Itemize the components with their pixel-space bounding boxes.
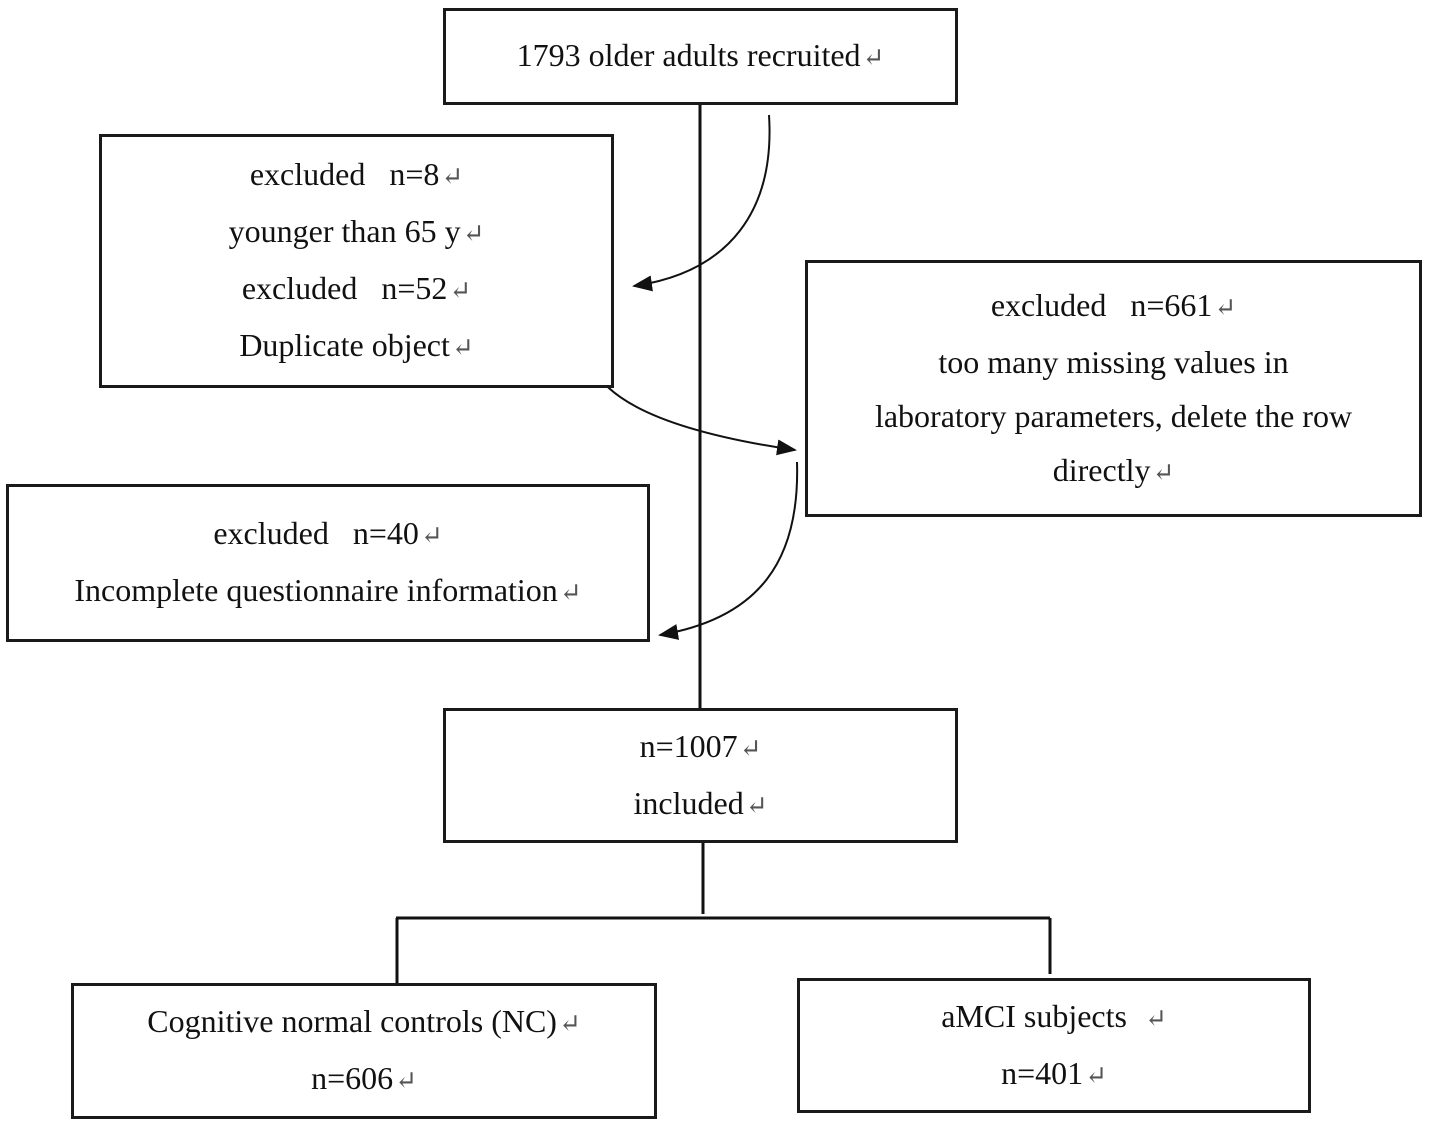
return-mark-icon: ↵ xyxy=(862,43,885,72)
nc-label: Cognitive normal controls (NC)↵ xyxy=(147,1003,581,1039)
return-mark-icon: ↵ xyxy=(441,162,464,191)
included-count: n=1007↵ xyxy=(639,727,762,764)
excluded-missing-values-box: excluded n=661↵ too many missing values … xyxy=(805,260,1422,517)
amci-label: aMCI subjects ↵ xyxy=(941,997,1167,1034)
return-mark-icon: ↵ xyxy=(462,219,485,248)
recruited-box: 1793 older adults recruited↵ xyxy=(443,8,958,105)
return-mark-icon: ↵ xyxy=(420,521,443,550)
arrow-to-excluded-c xyxy=(658,461,799,640)
return-mark-icon: ↵ xyxy=(1085,1060,1107,1090)
excluded-reason-missing-1: too many missing values in xyxy=(938,343,1289,380)
arrow-to-excluded-b xyxy=(588,314,797,456)
included-label: included↵ xyxy=(633,784,768,821)
excluded-reason-questionnaire: Incomplete questionnaire information↵ xyxy=(74,572,582,608)
nc-count: n=606↵ xyxy=(311,1060,417,1096)
excluded-age-duplicate-box: excluded n=8↵ younger than 65 y↵ exclude… xyxy=(99,134,614,388)
return-mark-icon: ↵ xyxy=(449,276,472,305)
return-mark-icon: ↵ xyxy=(558,1009,581,1038)
recruited-text: 1793 older adults recruited↵ xyxy=(516,37,885,73)
amci-subjects-box: aMCI subjects ↵ n=401↵ xyxy=(797,978,1311,1113)
excluded-count-661: excluded n=661↵ xyxy=(990,286,1237,323)
arrow-to-excluded-a xyxy=(632,114,771,292)
return-mark-icon: ↵ xyxy=(745,790,768,820)
return-mark-icon: ↵ xyxy=(739,733,762,763)
amci-count: n=401↵ xyxy=(1001,1054,1107,1091)
normal-controls-box: Cognitive normal controls (NC)↵ n=606↵ xyxy=(71,983,657,1119)
return-mark-icon: ↵ xyxy=(451,333,474,362)
excluded-count-52: excluded n=52↵ xyxy=(241,270,472,306)
excluded-reason-age: younger than 65 y↵ xyxy=(228,213,485,249)
return-mark-icon: ↵ xyxy=(1214,292,1237,322)
included-box: n=1007↵ included↵ xyxy=(443,708,958,843)
return-mark-icon: ↵ xyxy=(395,1066,417,1095)
excluded-reason-duplicate: Duplicate object↵ xyxy=(239,327,474,363)
excluded-count-8: excluded n=8↵ xyxy=(249,156,464,192)
excluded-reason-missing-2: laboratory parameters, delete the row xyxy=(874,397,1353,434)
excluded-reason-missing-3: directly↵ xyxy=(1052,451,1175,488)
return-mark-icon: ↵ xyxy=(1144,1003,1167,1033)
return-mark-icon: ↵ xyxy=(559,578,582,607)
return-mark-icon: ↵ xyxy=(1152,457,1175,487)
excluded-count-40: excluded n=40↵ xyxy=(213,515,443,551)
excluded-questionnaire-box: excluded n=40↵ Incomplete questionnaire … xyxy=(6,484,650,642)
